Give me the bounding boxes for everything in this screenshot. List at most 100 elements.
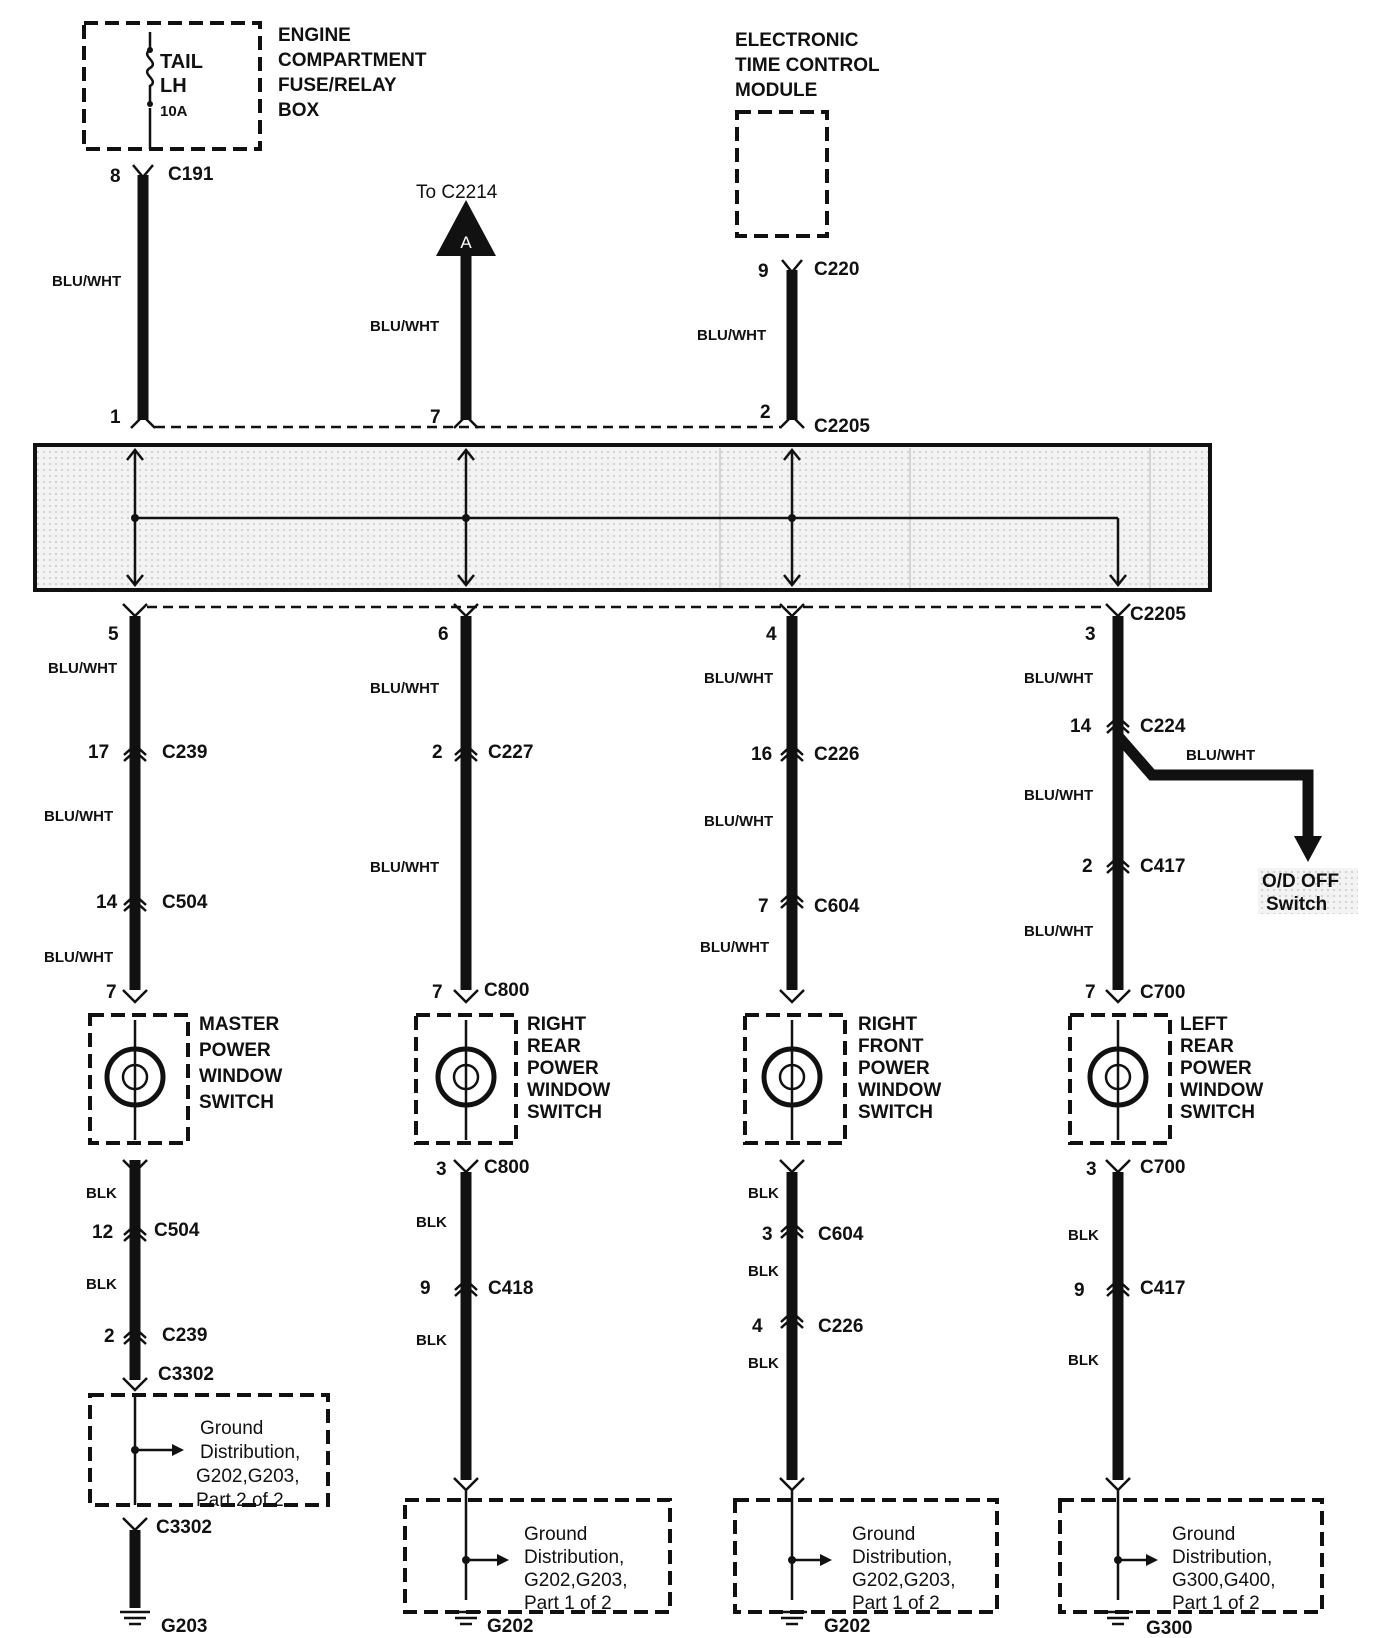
svg-text:17: 17: [88, 742, 109, 763]
svg-text:8: 8: [110, 166, 121, 187]
svg-text:C3302: C3302: [158, 1364, 214, 1385]
svg-text:G202,G203,: G202,G203,: [852, 1570, 956, 1591]
rr-switch-box: [414, 1013, 518, 1145]
svg-text:2: 2: [432, 742, 443, 763]
svg-text:BLU/WHT: BLU/WHT: [44, 808, 113, 825]
svg-text:G203: G203: [161, 1616, 207, 1637]
svg-text:SWITCH: SWITCH: [858, 1102, 933, 1123]
svg-text:C604: C604: [818, 1224, 864, 1245]
svg-text:3: 3: [1085, 624, 1096, 645]
svg-text:G202: G202: [824, 1616, 870, 1637]
svg-text:5: 5: [108, 624, 119, 645]
circuit-master-switch: 5 BLU/WHT 17 C239 BLU/WHT 14 C504 BLU/WH…: [44, 603, 330, 1637]
svg-text:C800: C800: [484, 980, 529, 1001]
ground-icon: [451, 1610, 481, 1626]
svg-text:COMPARTMENT: COMPARTMENT: [278, 50, 427, 71]
svg-text:7: 7: [1085, 982, 1096, 1003]
arrow-down-icon: [1294, 836, 1322, 862]
ground-distribution-g300: [1058, 1498, 1324, 1614]
svg-text:C417: C417: [1140, 1278, 1185, 1299]
ground-icon: [120, 1610, 150, 1626]
svg-text:POWER: POWER: [527, 1058, 599, 1079]
svg-text:BLU/WHT: BLU/WHT: [44, 949, 113, 966]
svg-text:C2205: C2205: [814, 416, 870, 437]
svg-text:TIME CONTROL: TIME CONTROL: [735, 55, 880, 76]
svg-text:C418: C418: [488, 1278, 533, 1299]
svg-text:LEFT: LEFT: [1180, 1014, 1228, 1035]
svg-text:9: 9: [420, 1278, 431, 1299]
svg-text:BLK: BLK: [1068, 1352, 1099, 1369]
svg-text:MODULE: MODULE: [735, 80, 817, 101]
svg-text:C700: C700: [1140, 1157, 1185, 1178]
svg-text:Ground: Ground: [200, 1418, 263, 1439]
svg-text:7: 7: [432, 982, 443, 1003]
svg-text:C226: C226: [818, 1316, 863, 1337]
lr-switch-box: [1068, 1013, 1172, 1145]
svg-text:C239: C239: [162, 1325, 207, 1346]
svg-text:C226: C226: [814, 744, 859, 765]
svg-text:Distribution,: Distribution,: [524, 1547, 624, 1568]
svg-text:BLK: BLK: [416, 1332, 447, 1349]
to-c2214-label: To C2214: [416, 182, 498, 203]
svg-text:G202: G202: [487, 1616, 533, 1637]
circuit-right-front-switch: 4 BLU/WHT 16 C226 BLU/WHT 7 C604 BLU/WHT…: [700, 603, 999, 1637]
svg-text:FUSE/RELAY: FUSE/RELAY: [278, 75, 397, 96]
junction-block: [33, 443, 1212, 592]
svg-text:4: 4: [766, 624, 777, 645]
svg-text:BLU/WHT: BLU/WHT: [370, 318, 439, 335]
svg-text:BOX: BOX: [278, 100, 320, 121]
svg-text:WINDOW: WINDOW: [527, 1080, 610, 1101]
circuit-left-rear-switch: 3 BLU/WHT 14 C224 BLU/WHT O/D OFF Switch…: [1024, 603, 1358, 1638]
svg-text:C239: C239: [162, 742, 207, 763]
svg-text:C604: C604: [814, 896, 860, 917]
ground-distribution-g202-b: [733, 1498, 999, 1614]
svg-text:MASTER: MASTER: [199, 1014, 280, 1035]
svg-text:POWER: POWER: [199, 1040, 271, 1061]
svg-text:ENGINE: ENGINE: [278, 25, 351, 46]
rf-switch-box: [743, 1013, 847, 1145]
svg-text:BLU/WHT: BLU/WHT: [700, 939, 769, 956]
fuse-symbol: [145, 32, 155, 104]
svg-text:C800: C800: [484, 1157, 529, 1178]
svg-text:C417: C417: [1140, 856, 1185, 877]
wire-branch-od-off: [1113, 732, 1314, 840]
svg-text:Ground: Ground: [852, 1524, 915, 1545]
svg-text:14: 14: [1070, 716, 1092, 737]
svg-text:2: 2: [104, 1326, 115, 1347]
svg-text:BLK: BLK: [86, 1185, 117, 1202]
ground-icon: [777, 1610, 807, 1626]
svg-text:C224: C224: [1140, 716, 1186, 737]
svg-text:BLU/WHT: BLU/WHT: [697, 327, 766, 344]
circuit-right-rear-switch: 6 BLU/WHT 2 C227 BLU/WHT 7 C800 RIGHT RE…: [370, 603, 672, 1637]
electronic-time-control-module: ELECTRONIC TIME CONTROL MODULE: [735, 30, 880, 238]
svg-text:ELECTRONIC: ELECTRONIC: [735, 30, 859, 51]
svg-text:C191: C191: [168, 164, 214, 185]
svg-text:REAR: REAR: [527, 1036, 581, 1057]
svg-text:BLU/WHT: BLU/WHT: [1024, 923, 1093, 940]
svg-text:G202,G203,: G202,G203,: [196, 1466, 300, 1487]
svg-text:BLU/WHT: BLU/WHT: [48, 660, 117, 677]
svg-text:7: 7: [106, 982, 117, 1003]
svg-text:Ground: Ground: [1172, 1524, 1235, 1545]
svg-text:12: 12: [92, 1222, 113, 1243]
svg-text:16: 16: [751, 744, 772, 765]
svg-text:BLK: BLK: [748, 1355, 779, 1372]
svg-text:Part 1 of 2: Part 1 of 2: [852, 1593, 940, 1614]
svg-text:SWITCH: SWITCH: [199, 1092, 274, 1113]
svg-text:G202,G203,: G202,G203,: [524, 1570, 628, 1591]
svg-text:BLK: BLK: [748, 1263, 779, 1280]
svg-text:Distribution,: Distribution,: [200, 1442, 300, 1463]
svg-text:WINDOW: WINDOW: [199, 1066, 282, 1087]
svg-text:FRONT: FRONT: [858, 1036, 924, 1057]
svg-text:4: 4: [752, 1316, 763, 1337]
svg-text:G300,G400,: G300,G400,: [1172, 1570, 1276, 1591]
od-off-switch-label: O/D OFF: [1262, 871, 1339, 892]
svg-text:Distribution,: Distribution,: [1172, 1547, 1272, 1568]
svg-text:BLU/WHT: BLU/WHT: [1186, 747, 1255, 764]
svg-text:WINDOW: WINDOW: [858, 1080, 941, 1101]
svg-text:C2205: C2205: [1130, 604, 1186, 625]
svg-text:Distribution,: Distribution,: [852, 1547, 952, 1568]
svg-text:BLU/WHT: BLU/WHT: [704, 813, 773, 830]
svg-text:SWITCH: SWITCH: [1180, 1102, 1255, 1123]
